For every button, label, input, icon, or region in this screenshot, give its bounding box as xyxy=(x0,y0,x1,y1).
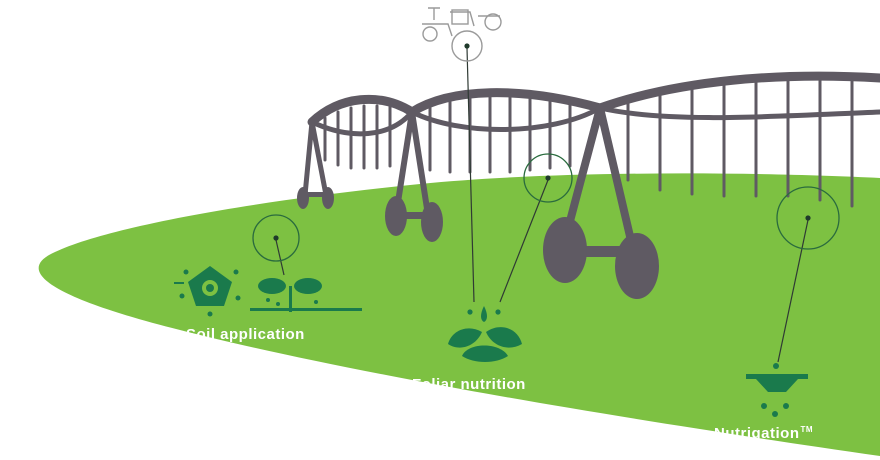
nutrigation-label: NutrigationTM xyxy=(714,425,813,442)
root-sprout-icon xyxy=(250,278,362,312)
magnifier-circle-icon xyxy=(252,153,840,262)
seed-nutrient-icon xyxy=(174,266,241,317)
pivot-wheels xyxy=(297,187,659,299)
nutrigation-text: Nutrigation xyxy=(714,425,800,442)
leaves-droplet-icon xyxy=(448,306,522,362)
tractor-icon xyxy=(422,7,502,62)
soil-application-label: Soil application xyxy=(186,326,305,343)
center-pivot-irrigation xyxy=(302,71,880,266)
trademark-mark: TM xyxy=(800,425,814,434)
field xyxy=(38,173,880,456)
foliar-nutrition-label: Foliar nutrition xyxy=(412,376,526,393)
drip-emitter-icon xyxy=(746,363,808,417)
